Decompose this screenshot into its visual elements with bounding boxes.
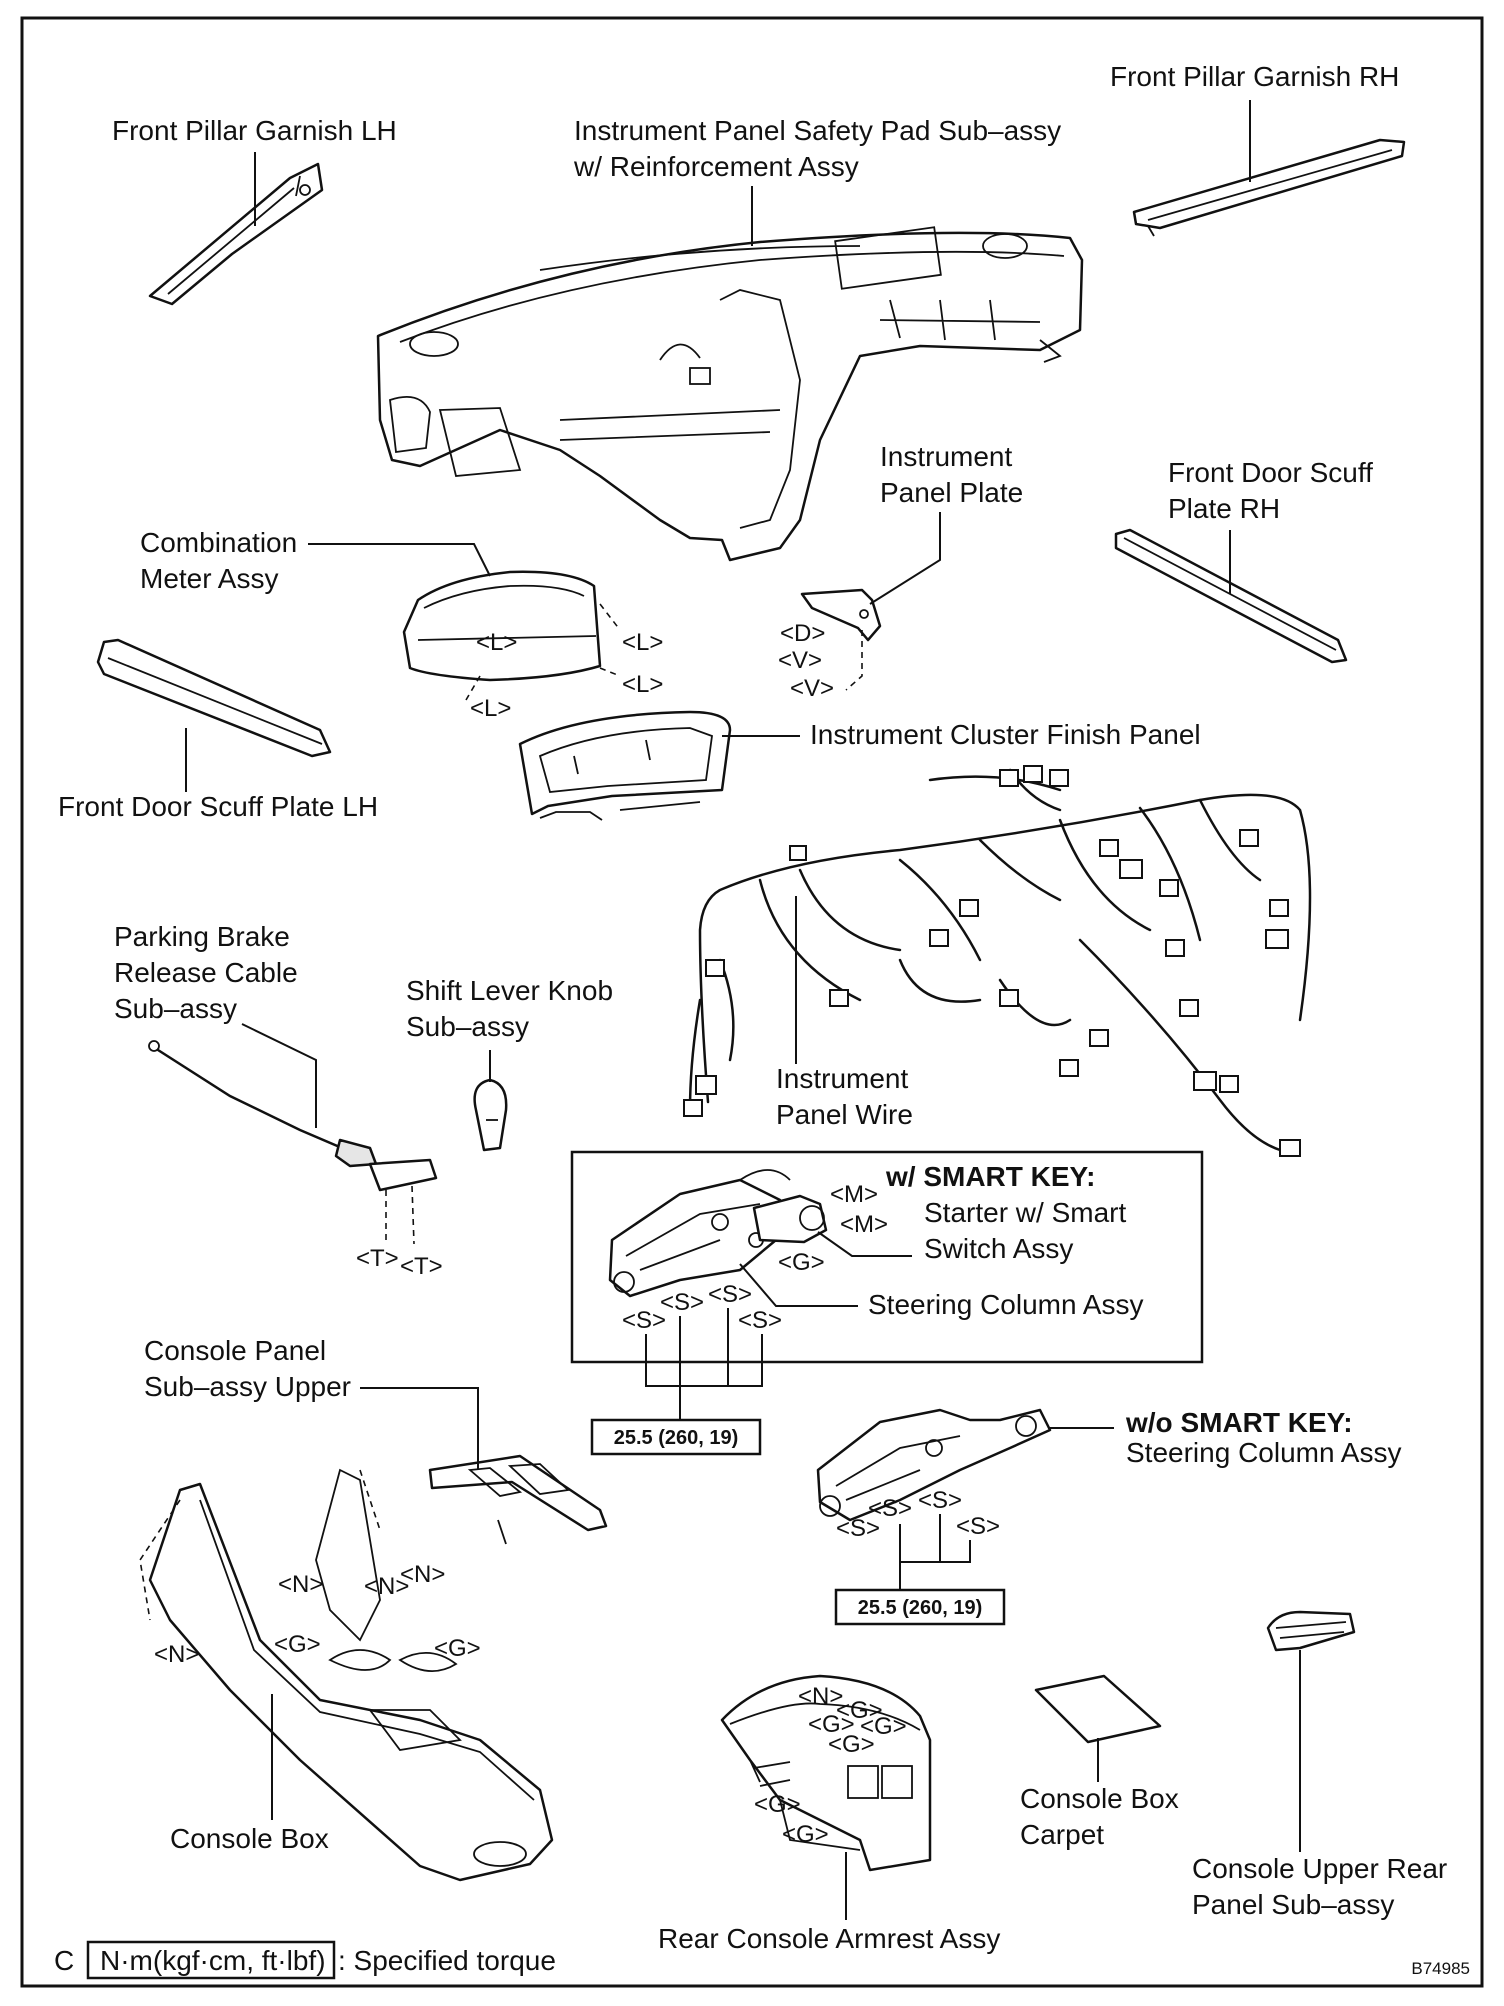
label-parking-brake-line2: Release Cable bbox=[114, 957, 298, 988]
torque-smart-key: 25.5 (260, 19) bbox=[614, 1427, 739, 1449]
starter-smart-switch-assy bbox=[739, 1169, 828, 1244]
label-panel-wire-line2: Panel Wire bbox=[776, 1099, 913, 1130]
smart-key-title: w/ SMART KEY: bbox=[885, 1161, 1095, 1192]
label-console-box-carpet-line1: Console Box bbox=[1020, 1783, 1179, 1814]
tag-s-6: <S> bbox=[868, 1495, 912, 1522]
tag-l-4: <L> bbox=[470, 695, 511, 722]
front-pillar-garnish-lh bbox=[148, 162, 324, 306]
label-front-pillar-garnish-lh: Front Pillar Garnish LH bbox=[112, 115, 397, 146]
label-rear-armrest: Rear Console Armrest Assy bbox=[658, 1923, 1000, 1954]
instrument-panel-plate bbox=[800, 588, 882, 691]
tag-s-8: <S> bbox=[956, 1513, 1000, 1540]
tag-n-3: <N> bbox=[400, 1561, 445, 1588]
console-panel-sub-assy-upper bbox=[428, 1454, 608, 1545]
label-console-panel-line2: Sub–assy Upper bbox=[144, 1371, 351, 1402]
shift-lever-knob bbox=[473, 1078, 508, 1152]
front-pillar-garnish-rh bbox=[1132, 138, 1406, 237]
steering-column-wo-smart-key bbox=[816, 1408, 1052, 1522]
label-combination-meter-line1: Combination bbox=[140, 527, 297, 558]
legend-description: : Specified torque bbox=[338, 1945, 556, 1976]
tag-s-3: <S> bbox=[708, 1281, 752, 1308]
tag-g-7: <G> bbox=[828, 1731, 875, 1758]
tag-s-2: <S> bbox=[660, 1289, 704, 1316]
label-upper-rear-panel-line2: Panel Sub–assy bbox=[1192, 1889, 1394, 1920]
label-steering-column: Steering Column Assy bbox=[868, 1289, 1143, 1320]
torque-box-wo-smart-key bbox=[834, 1588, 1006, 1626]
parking-brake-release-cable bbox=[148, 1040, 438, 1192]
tag-v-2: <V> bbox=[790, 675, 834, 702]
tag-g-1: <G> bbox=[778, 1249, 825, 1276]
label-console-box-carpet-line2: Carpet bbox=[1020, 1819, 1104, 1850]
smart-key-box bbox=[570, 1150, 1204, 1364]
steering-column-smart-key bbox=[608, 1178, 782, 1298]
tag-g-8: <G> bbox=[754, 1791, 801, 1818]
tag-t-1: <T> bbox=[356, 1245, 399, 1272]
figure-code: B74985 bbox=[1411, 1959, 1470, 1978]
legend-box bbox=[86, 1940, 336, 1980]
label-panel-wire-line1: Instrument bbox=[776, 1063, 908, 1094]
front-door-scuff-plate-lh bbox=[96, 638, 332, 758]
label-instrument-panel-plate-line1: Instrument bbox=[880, 441, 1012, 472]
tag-l-3: <L> bbox=[622, 671, 663, 698]
console-box-carpet bbox=[1034, 1674, 1162, 1744]
instrument-panel-wire bbox=[683, 765, 1312, 1157]
label-combination-meter-line2: Meter Assy bbox=[140, 563, 278, 594]
label-front-door-scuff-rh-line1: Front Door Scuff bbox=[1168, 457, 1373, 488]
label-shift-knob-line2: Sub–assy bbox=[406, 1011, 529, 1042]
tag-g-4: <G> bbox=[836, 1697, 883, 1724]
torque-wo-smart-key: 25.5 (260, 19) bbox=[858, 1597, 983, 1619]
label-parking-brake-line3: Sub–assy bbox=[114, 993, 237, 1024]
tag-m-2: <M> bbox=[840, 1211, 888, 1238]
tag-n-1: <N> bbox=[278, 1571, 323, 1598]
label-cluster-finish-panel: Instrument Cluster Finish Panel bbox=[810, 719, 1201, 750]
label-front-pillar-garnish-rh: Front Pillar Garnish RH bbox=[1110, 61, 1399, 92]
instrument-cluster-finish-panel bbox=[518, 710, 732, 821]
tag-n-5: <N> bbox=[798, 1683, 843, 1710]
wo-smart-key-title: w/o SMART KEY: bbox=[1125, 1407, 1353, 1438]
label-front-door-scuff-lh: Front Door Scuff Plate LH bbox=[58, 791, 378, 822]
legend-prefix: C bbox=[54, 1945, 74, 1976]
label-safety-pad-line1: Instrument Panel Safety Pad Sub–assy bbox=[574, 115, 1061, 146]
tag-t-2: <T> bbox=[400, 1253, 443, 1280]
tag-g-3: <G> bbox=[434, 1635, 481, 1662]
tag-n-2: <N> bbox=[364, 1573, 409, 1600]
tag-g-2: <G> bbox=[274, 1631, 321, 1658]
combination-meter-assy bbox=[402, 570, 602, 682]
tag-s-1: <S> bbox=[622, 1307, 666, 1334]
torque-box-smart-key bbox=[590, 1418, 762, 1456]
tag-d: <D> bbox=[780, 620, 825, 647]
label-starter-line1: Starter w/ Smart bbox=[924, 1197, 1126, 1228]
label-console-panel-line1: Console Panel bbox=[144, 1335, 326, 1366]
tag-m-1: <M> bbox=[830, 1181, 878, 1208]
diagram-frame bbox=[20, 16, 1484, 1988]
console-upper-rear-panel-sub-assy bbox=[1266, 1610, 1356, 1652]
console-box bbox=[139, 1468, 554, 1882]
label-safety-pad-line2: w/ Reinforcement Assy bbox=[573, 151, 859, 182]
tag-l-1: <L> bbox=[476, 629, 517, 656]
tag-g-5: <G> bbox=[808, 1711, 855, 1738]
tag-s-7: <S> bbox=[918, 1487, 962, 1514]
tag-g-6: <G> bbox=[860, 1713, 907, 1740]
tag-s-4: <S> bbox=[738, 1307, 782, 1334]
label-upper-rear-panel-line1: Console Upper Rear bbox=[1192, 1853, 1447, 1884]
rear-console-armrest-assy bbox=[720, 1674, 932, 1872]
legend-unit: N·m(kgf·cm, ft·lbf) bbox=[100, 1945, 326, 1976]
tag-s-5: <S> bbox=[836, 1515, 880, 1542]
instrument-panel-safety-pad bbox=[376, 226, 1084, 562]
label-shift-knob-line1: Shift Lever Knob bbox=[406, 975, 613, 1006]
tag-n-4: <N> bbox=[154, 1641, 199, 1668]
tag-g-9: <G> bbox=[782, 1821, 829, 1848]
label-instrument-panel-plate-line2: Panel Plate bbox=[880, 477, 1023, 508]
label-wo-steering-column: Steering Column Assy bbox=[1126, 1437, 1401, 1468]
label-parking-brake-line1: Parking Brake bbox=[114, 921, 290, 952]
label-starter-line2: Switch Assy bbox=[924, 1233, 1073, 1264]
tag-v-1: <V> bbox=[778, 647, 822, 674]
tag-l-2: <L> bbox=[622, 629, 663, 656]
label-console-box: Console Box bbox=[170, 1823, 329, 1854]
label-front-door-scuff-rh-line2: Plate RH bbox=[1168, 493, 1280, 524]
